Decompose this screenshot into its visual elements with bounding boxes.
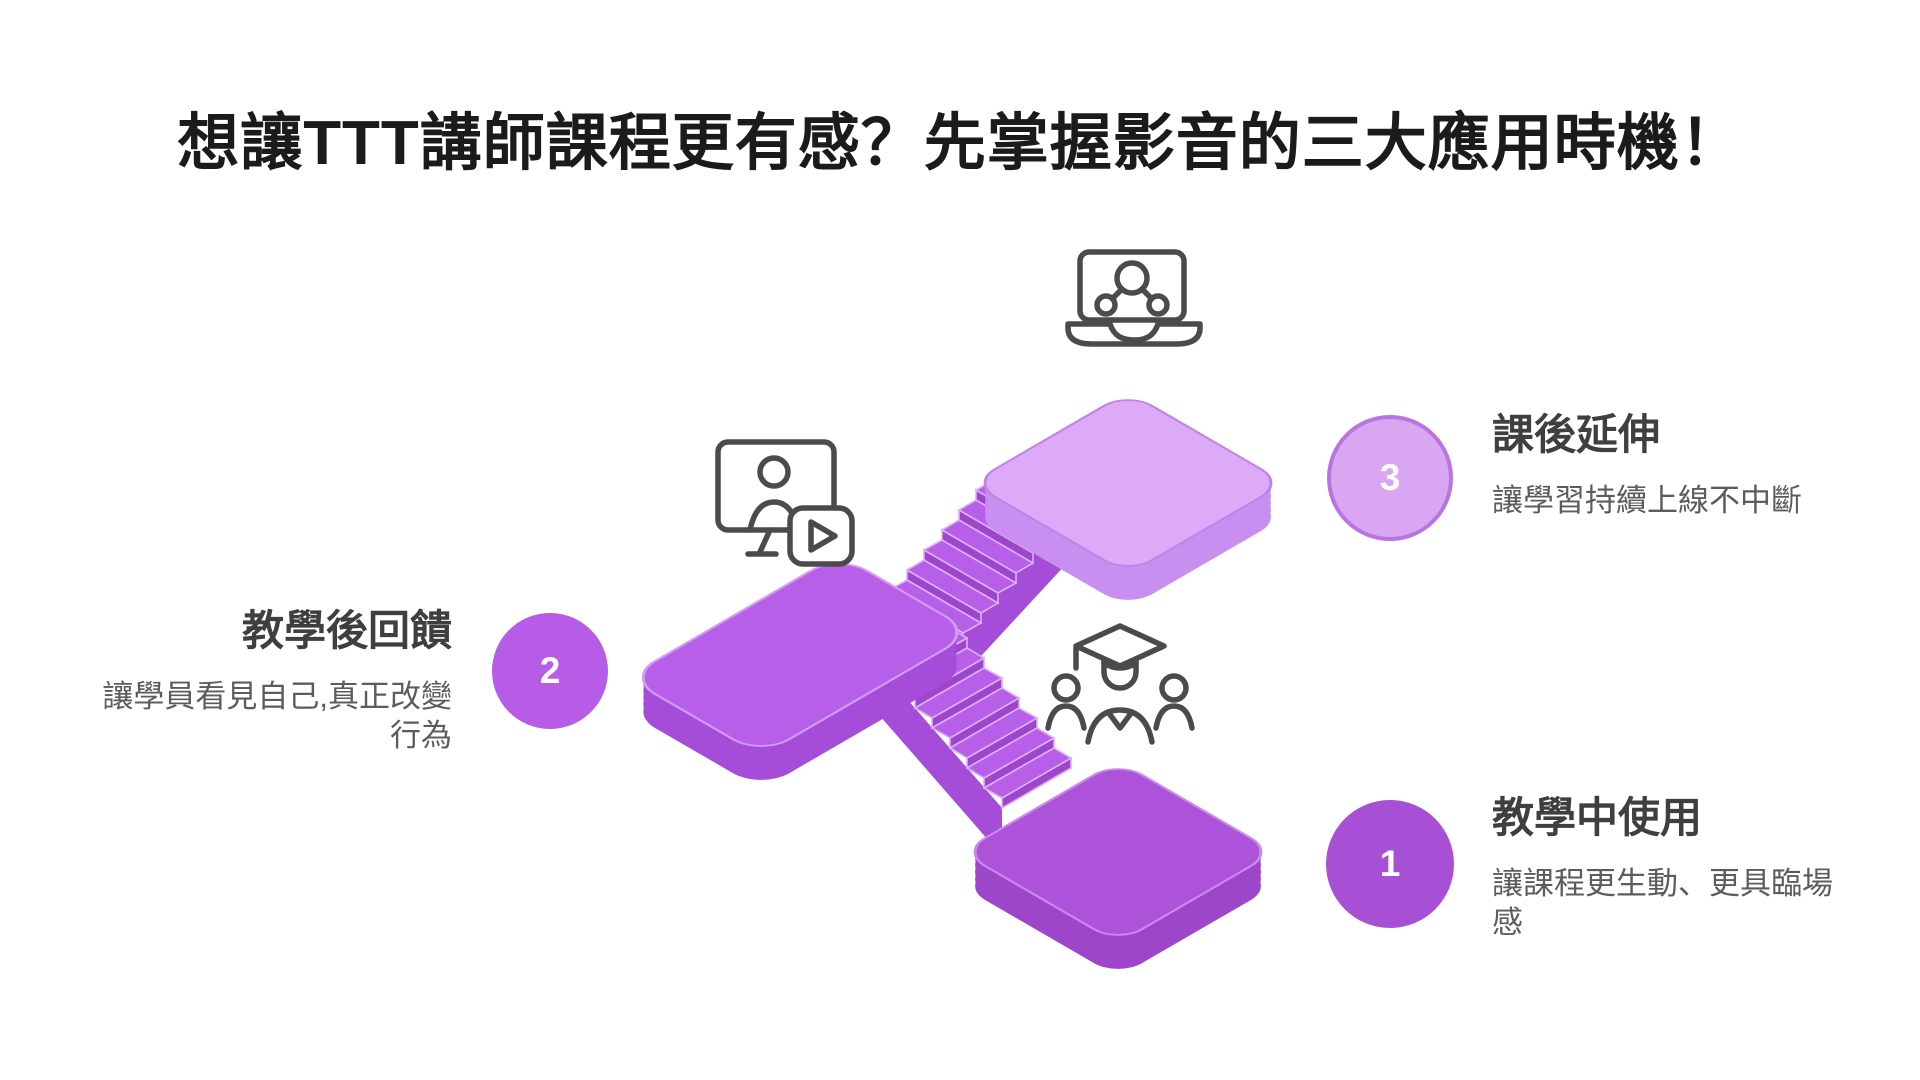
page-title: 想讓TTT講師課程更有感？先掌握影音的三大應用時機！ bbox=[177, 109, 1743, 178]
step-3-description: 讓學習持續上線不中斷 bbox=[1492, 483, 1802, 519]
graduation-group-icon bbox=[1045, 623, 1195, 745]
video-feedback-icon bbox=[715, 439, 855, 567]
step-3-title: 課後延伸 bbox=[1492, 411, 1661, 458]
step-3-text: 課後延伸 讓學習持續上線不中斷 bbox=[1492, 411, 1892, 521]
step-3-number-badge: 3 bbox=[1327, 415, 1453, 541]
step-1-title: 教學中使用 bbox=[1492, 794, 1703, 841]
step-2-number: 2 bbox=[539, 650, 561, 691]
step-1-number: 1 bbox=[1379, 843, 1401, 884]
step-1-description: 讓課程更生動、更具臨場感 bbox=[1492, 866, 1833, 940]
step-2-description: 讓學員看見自己,真正改變行為 bbox=[102, 679, 452, 753]
lower-ramp-side bbox=[880, 668, 1002, 856]
laptop-share-icon bbox=[1065, 249, 1203, 347]
step-2-title: 教學後回饋 bbox=[241, 607, 452, 654]
step-1-number-badge: 1 bbox=[1326, 800, 1454, 928]
step-2-text: 教學後回饋 讓學員看見自己,真正改變行為 bbox=[92, 607, 452, 755]
step-3-number: 3 bbox=[1379, 457, 1401, 498]
step-1-text: 教學中使用 讓課程更生動、更具臨場感 bbox=[1492, 794, 1852, 942]
step-2-number-badge: 2 bbox=[492, 613, 608, 729]
